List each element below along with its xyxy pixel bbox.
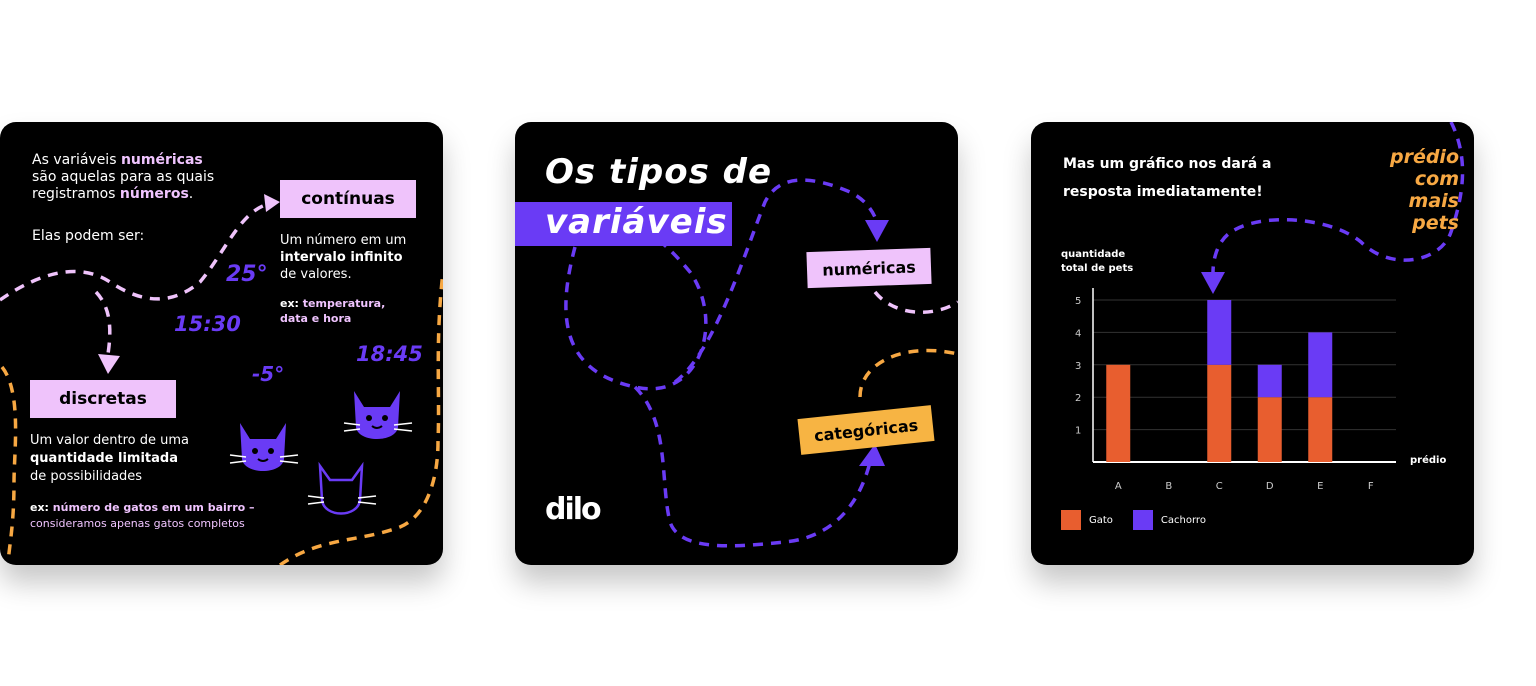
dashed-loop-purple: [564, 234, 708, 391]
intro-text: são aquelas para as quais: [32, 169, 215, 185]
dilo-logo: dilo: [545, 492, 602, 527]
intro-text: As variáveis: [32, 152, 121, 168]
bar-cachorro-d: [1257, 364, 1282, 398]
example-text: temperatura,: [302, 297, 386, 310]
scribble-1530: 15:30: [174, 312, 241, 336]
title-line1: Os tipos de: [545, 152, 773, 192]
y-tick-label: 2: [1075, 393, 1081, 404]
desc-text: de possibilidades: [30, 469, 143, 484]
chart-heading: Mas um gráfico nos dará a resposta imedi…: [1063, 150, 1272, 206]
scribble-1845: 18:45: [356, 342, 423, 366]
ylabel-line: total de pets: [1061, 263, 1134, 274]
legend-swatch-gato: [1061, 510, 1081, 530]
discretas-description: Um valor dentro de uma quantidade limita…: [30, 432, 189, 486]
annotation-line: mais: [1408, 190, 1459, 212]
annotation-predio-com-mais-pets: prédio com mais pets: [1371, 146, 1459, 234]
arrowhead-annotation-icon: [1201, 272, 1225, 294]
x-tick-label: F: [1368, 481, 1374, 492]
scribble-25: 25°: [226, 262, 268, 287]
tag-continuas: contínuas: [280, 180, 416, 218]
arrowhead-numericas-icon: [865, 220, 889, 242]
heading-line: Mas um gráfico nos dará a: [1063, 156, 1272, 172]
bar-cachorro-e: [1308, 332, 1333, 398]
legend-swatch-cachorro: [1132, 510, 1153, 530]
desc-bold: quantidade limitada: [30, 451, 178, 466]
x-tick-label: A: [1115, 481, 1122, 492]
arrowhead-discretas-icon: [98, 354, 120, 374]
annotation-line: pets: [1412, 212, 1459, 234]
bar-gato-a: [1106, 364, 1131, 462]
desc-text: Um valor dentro de uma: [30, 433, 189, 448]
y-tick-label: 4: [1075, 328, 1081, 339]
card-numeric-variables: As variáveis numéricas são aquelas para …: [0, 122, 443, 565]
example-bold: número de gatos em um bairro –: [52, 501, 255, 514]
dashed-path-to-numericas: [673, 178, 879, 384]
continuas-example: ex: temperatura, data e hora: [280, 296, 385, 326]
card3-decorations: [1201, 122, 1465, 294]
arrowhead-continuas-icon: [264, 194, 280, 212]
x-tick-label: B: [1165, 481, 1172, 492]
legend-label-cachorro: Cachorro: [1160, 514, 1206, 526]
orange-dashed-left: [0, 365, 18, 563]
intro-text: registramos: [32, 186, 120, 202]
discretas-example: ex: número de gatos em um bairro – consi…: [30, 500, 255, 532]
example-prefix: ex:: [280, 297, 303, 310]
desc-bold: intervalo infinito: [280, 250, 403, 265]
dashed-path-discretas: [94, 290, 112, 355]
example-prefix: ex:: [30, 501, 53, 514]
chart-xlabel: prédio: [1410, 455, 1447, 466]
arrowhead-categoricas-icon: [859, 444, 885, 466]
cat-face-filled-icon: [343, 391, 413, 439]
title-line2: variáveis: [545, 202, 728, 242]
bar-gato-c: [1207, 364, 1232, 462]
scribble-minus5: -5°: [252, 362, 285, 386]
desc-text: Um número em um: [280, 233, 407, 248]
dashed-path-annotation: [1211, 122, 1465, 273]
y-tick-label: 1: [1075, 426, 1081, 437]
orange-dashed-right: [278, 271, 443, 565]
desc-text: de valores.: [280, 267, 352, 282]
card-variable-types: Os tipos de variáveis numéricas categóri…: [515, 122, 958, 565]
tag-numericas: numéricas: [806, 247, 932, 289]
cat-face-outline-icon: [307, 461, 377, 515]
elas-podem-ser: Elas podem ser:: [32, 228, 145, 244]
dashed-path-to-categoricas: [633, 385, 872, 548]
card-chart: Mas um gráfico nos dará a resposta imedi…: [1031, 122, 1474, 565]
dashed-orange-right: [858, 348, 958, 398]
intro-paragraph: As variáveis numéricas são aquelas para …: [32, 152, 214, 203]
x-tick-label: D: [1266, 481, 1274, 492]
stacked-bar-chart: 1 2 3 4 5A B C D E F: [1075, 288, 1396, 492]
ylabel-line: quantidade: [1061, 249, 1126, 260]
example-text: data e hora: [280, 312, 352, 325]
annotation-line: com: [1414, 168, 1459, 190]
highlight-numeros: números: [119, 186, 189, 202]
card1-decorations: [0, 194, 443, 565]
example-text: consideramos apenas gatos completos: [30, 517, 245, 530]
bar-cachorro-c: [1207, 300, 1232, 365]
y-tick-label: 5: [1075, 296, 1081, 307]
y-tick-label: 3: [1075, 361, 1081, 372]
heading-line: resposta imediatamente!: [1063, 184, 1263, 200]
legend-label-gato: Gato: [1089, 514, 1113, 526]
tag-discretas: discretas: [30, 380, 176, 418]
dashed-lilac-right: [873, 290, 958, 314]
bar-gato-d: [1257, 397, 1282, 462]
title-highlight-bar: [515, 202, 732, 246]
continuas-description: Um número em um intervalo infinito de va…: [280, 232, 406, 283]
bar-gato-e: [1308, 397, 1333, 462]
x-tick-label: E: [1317, 481, 1323, 492]
chart-legend: Gato Cachorro: [1061, 510, 1206, 530]
intro-text: .: [188, 186, 194, 202]
card2-decorations: [564, 178, 958, 548]
dashed-path-continuas: [0, 202, 269, 302]
x-tick-label: C: [1216, 481, 1223, 492]
chart-ylabel: quantidade total de pets: [1061, 248, 1133, 276]
cat-face-filled-icon: [229, 423, 299, 471]
highlight-numericas: numéricas: [120, 152, 203, 168]
annotation-line: prédio: [1389, 146, 1459, 168]
